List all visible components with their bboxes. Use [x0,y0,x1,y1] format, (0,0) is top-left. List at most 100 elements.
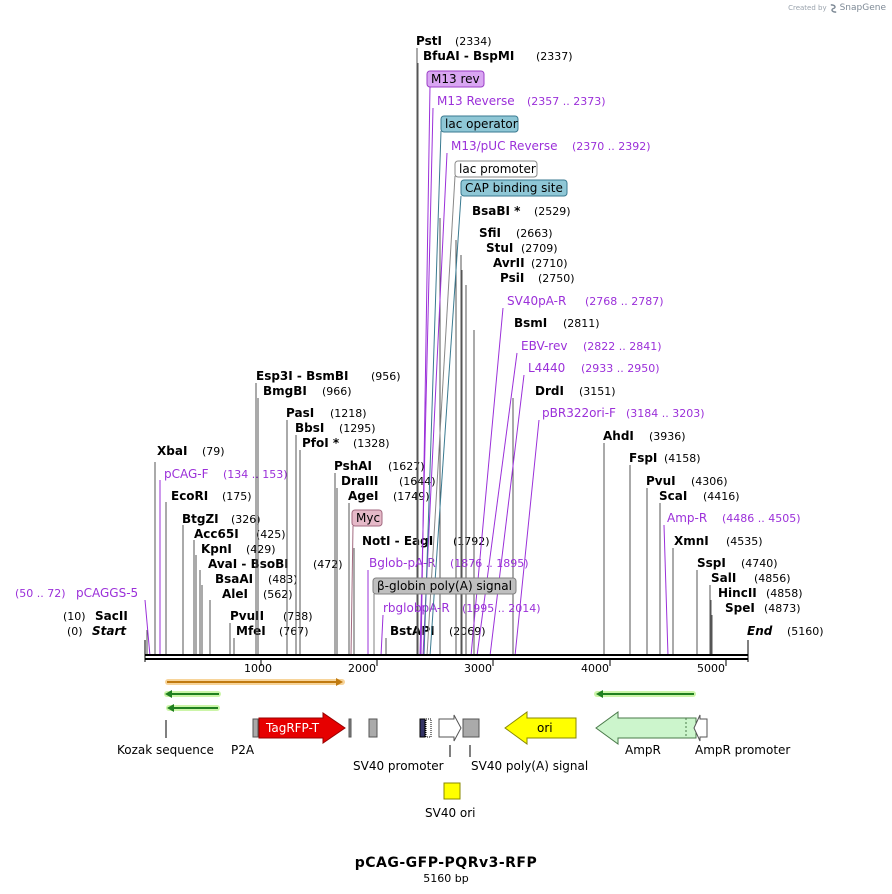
enzyme-site[interactable]: PfoI *(1328) [299,436,390,656]
enzyme-site[interactable]: BfuAI - BspMI(2337) [417,49,573,656]
primer-site[interactable]: EBV-rev(2822 .. 2841) [476,339,662,657]
primer-site[interactable]: L4440(2933 .. 2950) [489,361,660,657]
primer-site[interactable]: M13 Reverse(2357 .. 2373) [419,94,606,657]
feature-track: Kozak sequence P2A TagRFP-T SV40 promote… [117,711,790,820]
enzyme-pos: (4873) [764,602,801,615]
primer-site[interactable]: M13/pUC Reverse(2370 .. 2392) [422,139,651,657]
enzyme-site[interactable]: XbaI(79) [154,444,225,656]
feature-tag-m13-rev[interactable]: M13 rev [420,70,485,657]
enzyme-site[interactable]: BmgBI (966) [257,384,352,656]
enzyme-site[interactable]: (10)SacII [63,609,148,656]
primer-arrow-left-3[interactable] [594,690,696,698]
map-start-label: (0) Start [67,624,127,638]
enzyme-name: FspI [629,451,657,465]
enzyme-site[interactable]: KpnI(429) [195,542,276,656]
primer-site[interactable]: Amp-R(4486 .. 4505) [663,511,801,657]
feature-tag-lac-operator[interactable]: lac operator [423,115,519,657]
enzyme-site[interactable]: PvuI(4306) [646,474,728,656]
feature-kozak[interactable]: Kozak sequence [117,720,214,757]
enzyme-pos: (966) [322,385,352,398]
feature-ori[interactable]: ori [504,711,577,745]
enzyme-pos: (1627) [388,460,425,473]
primer-arrow-left-1[interactable] [164,690,221,698]
enzyme-name: ScaI [659,489,687,503]
tick-label: 1000 [244,662,272,675]
ruler-tick: 2000 [348,660,378,675]
enzyme-site[interactable]: Esp3I - BsmBI (956) [255,369,401,656]
enzyme-name: AgeI [348,489,378,503]
enzyme-pos: (4858) [766,587,803,600]
enzyme-site[interactable]: SpeI (4873) [711,601,801,656]
enzyme-site[interactable]: HincII (4858) [710,586,803,656]
primer-name: SV40pA-R [507,294,566,308]
enzyme-site[interactable]: FspI (4158) [629,451,701,656]
enzyme-site[interactable]: AhdI(3936) [603,429,686,656]
enzyme-site[interactable]: ScaI(4416) [659,489,740,656]
enzyme-pos: (4158) [664,452,701,465]
enzyme-site[interactable]: XmnI(4535) [672,534,763,656]
enzyme-name: HincII [718,586,757,600]
enzyme-name: AvaI - BsoBI [208,557,289,571]
tick-label: 2000 [348,662,376,675]
enzyme-site[interactable]: BsmI(2811) [473,316,600,656]
enzyme-site[interactable]: EcoRI (175) [165,489,252,656]
enzyme-site[interactable]: PshAI(1627) [334,459,425,656]
cds-arrow-orange[interactable] [165,678,345,686]
enzyme-site[interactable]: PasI(1218) [286,406,367,656]
feature-tag-lac-promoter[interactable]: lac promoter [426,160,538,657]
primer-site[interactable]: SV40pA-R(2768 .. 2787) [470,294,664,657]
enzyme-name: MfeI [236,624,266,638]
enzyme-pos: (2709) [521,242,558,255]
feature-p2a[interactable]: P2A [231,718,259,757]
credit-brand: SnapGene [839,3,886,13]
enzyme-site[interactable]: MfeI(767) [233,624,309,656]
enzyme-name: BmgBI [263,384,307,398]
feature-sv40-ori[interactable]: SV40 ori [425,782,476,820]
primer-site[interactable]: (50 .. 72)pCAGGS-5 [15,586,151,657]
feature-small-block[interactable] [348,718,378,738]
primer-site[interactable]: pBR322ori-F(3184 .. 3203) [514,406,705,657]
tick-label: 5000 [697,662,725,675]
enzyme-name: EcoRI [171,489,208,503]
enzyme-pos: (429) [246,543,276,556]
enzyme-site[interactable]: DrdI(3151) [512,384,616,656]
primer-name: L4440 [528,361,565,375]
enzyme-pos: (3936) [649,430,686,443]
enzyme-site[interactable]: BtgZI(326) [182,512,261,656]
feature-tag-myc[interactable]: Myc [350,509,383,657]
end-label: End [747,624,773,638]
enzyme-pos: (4856) [754,572,791,585]
enzyme-pos: (956) [371,370,401,383]
feature-label: AmpR promoter [695,743,790,757]
primer-site[interactable]: pCAG-F(134 .. 153) [159,467,288,656]
primer-arrow-left-2[interactable] [166,704,220,712]
feature-ampr-promoter[interactable]: AmpR promoter [693,714,790,757]
primer-name: Amp-R [667,511,707,525]
feature-sv40-promoter[interactable]: SV40 promoter [353,714,462,773]
enzyme-site[interactable]: AgeI (1749) [348,489,430,656]
enzyme-site[interactable]: BsaAI(483) [201,572,298,656]
enzyme-site[interactable]: Acc65I(425) [193,527,286,656]
enzyme-site[interactable]: AleI(562) [209,587,293,656]
enzyme-site[interactable]: PstI(2334) [416,34,492,656]
enzyme-name: BfuAI - BspMI [423,49,514,63]
enzyme-site[interactable]: SalI(4856) [709,571,791,656]
enzyme-pos: (472) [313,558,343,571]
enzyme-site[interactable]: BbsI(1295) [295,421,376,656]
enzyme-name: SpeI [725,601,755,615]
enzyme-pos: (175) [222,490,252,503]
feature-ampr[interactable]: AmpR [595,711,697,757]
feature-sv40-polya[interactable]: SV40 poly(A) signal [462,718,588,773]
enzyme-site[interactable]: BstAPI(2069) [385,624,486,656]
feature-tag-label: Myc [356,511,380,525]
enzyme-pos: (738) [283,610,313,623]
feature-tagrfp[interactable]: TagRFP-T [258,712,346,744]
feature-label: AmpR [625,743,661,757]
enzyme-name: Esp3I - BsmBI [256,369,348,383]
feature-tag-label: lac operator [445,117,518,131]
feature-label: P2A [231,743,255,757]
enzyme-site[interactable]: SspI(4740) [696,556,778,656]
enzyme-pos: (1749) [393,490,430,503]
feature-label: Kozak sequence [117,743,214,757]
feature-tag-beta-globin-pa[interactable]: β-globin poly(A) signal [372,577,517,656]
